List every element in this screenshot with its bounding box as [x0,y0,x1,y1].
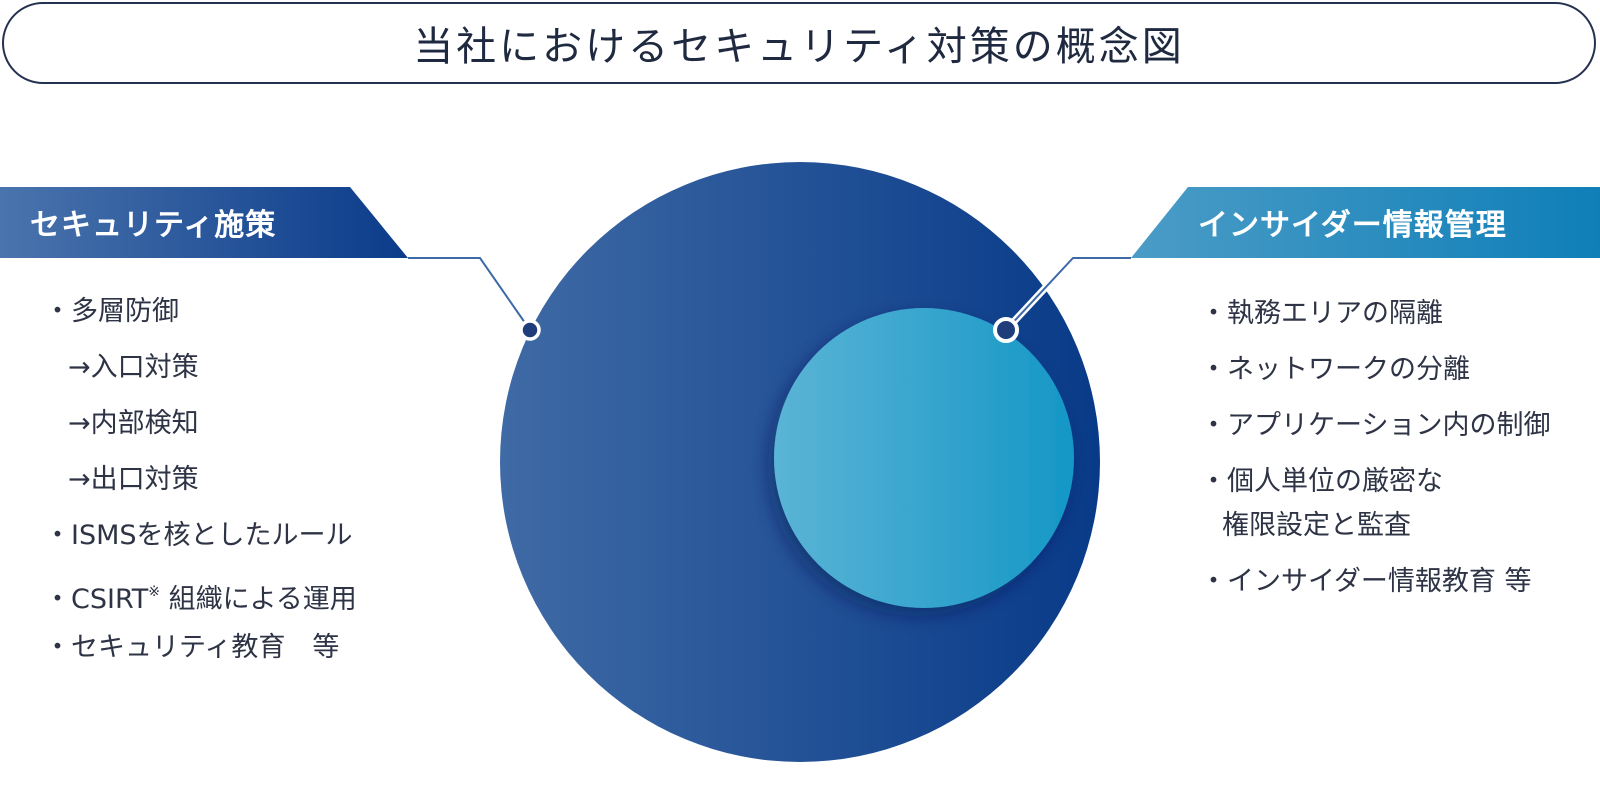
insider-info-circle [774,308,1074,608]
right-connector-line-core [1005,257,1131,331]
list-item: →出口対策 [68,464,199,495]
list-item: ・個人単位の厳密な権限設定と監査 [1200,460,1550,548]
insider-info-list: ・執務エリアの隔離 ・ネットワークの分離 ・アプリケーション内の制御 ・個人単位… [1200,292,1550,616]
list-item: ・アプリケーション内の制御 [1200,410,1551,441]
footnote-mark: ※ [148,584,160,600]
left-connector-dot [519,319,541,341]
list-item: ・多層防御 [44,296,179,327]
list-item: →入口対策 [68,352,199,383]
security-measures-banner [0,187,408,258]
list-item: ・ネットワークの分離 [1200,354,1470,385]
security-measures-heading: セキュリティ施策 [30,208,277,243]
left-connector-line [408,257,531,331]
list-item: ・CSIRT※ 組織による運用 [44,570,357,626]
list-item: ・セキュリティ教育 等 [44,632,340,663]
insider-info-banner [1131,187,1600,258]
list-item-text: ・個人単位の厳密な [1200,466,1443,497]
title-frame: 当社におけるセキュリティ対策の概念図 [2,2,1596,84]
insider-info-heading: インサイダー情報管理 [1198,208,1507,243]
right-connector-dot [993,317,1019,343]
list-item: ・執務エリアの隔離 [1200,298,1443,329]
diagram-title: 当社におけるセキュリティ対策の概念図 [413,24,1185,70]
list-item: ・インサイダー情報教育 等 [1200,566,1532,597]
list-item-text: 組織による運用 [159,584,357,615]
list-item-text: ・CSIRT [44,584,149,615]
list-item-continuation: 権限設定と監査 [1222,510,1411,541]
list-item: ・ISMSを核としたルール [44,520,353,551]
list-item: →内部検知 [68,408,199,439]
security-measures-list: ・多層防御 →入口対策 →内部検知 →出口対策 ・ISMSを核としたルール ・C… [44,290,357,682]
